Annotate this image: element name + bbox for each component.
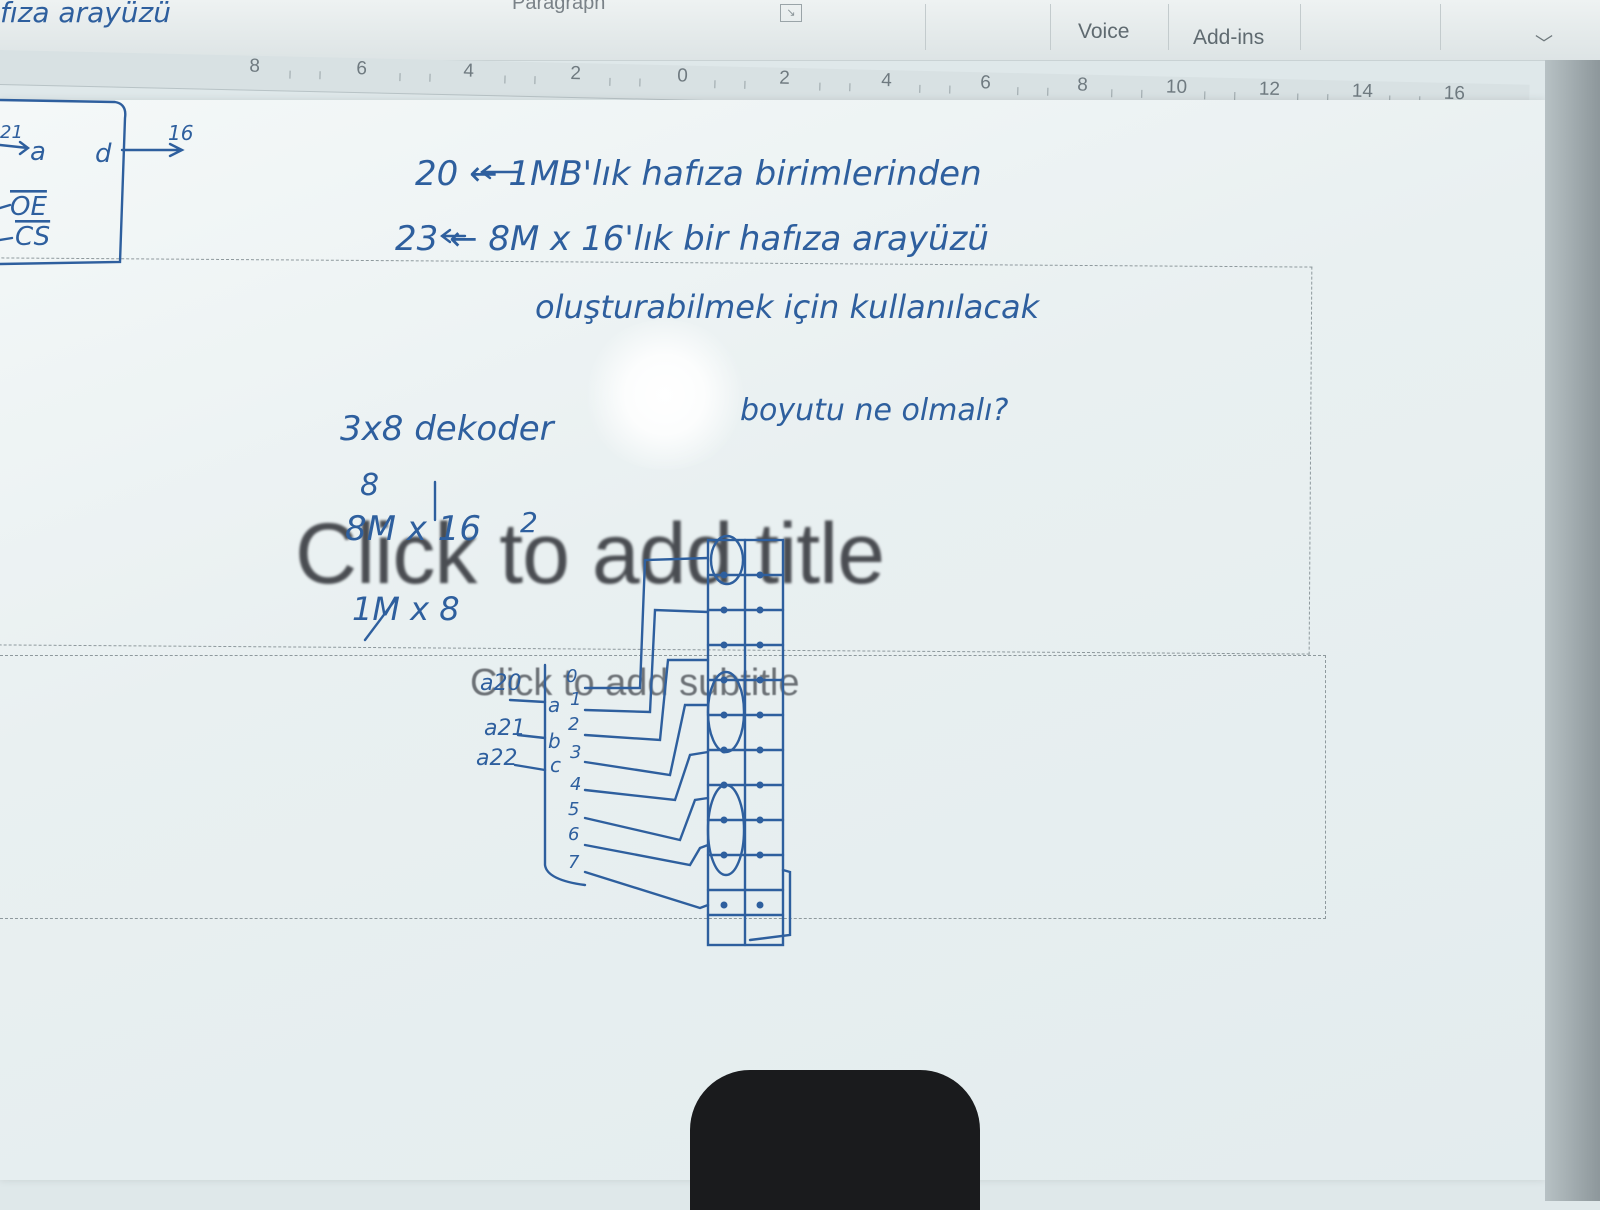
ink-input-a22: a22 (476, 746, 517, 771)
ink-arrow-line-2 (440, 228, 467, 244)
ink-dot (720, 851, 728, 859)
ink-pin-a: a (548, 693, 560, 717)
ink-decoder-body (543, 663, 587, 887)
ink-size-b: 1M x 8 (352, 590, 460, 628)
ink-left-a: a (30, 137, 46, 167)
ink-arrow-line-1 (480, 164, 522, 180)
ink-wire-3 (583, 703, 710, 777)
title-placeholder[interactable]: Click to add title (295, 506, 885, 602)
ink-left-pins (0, 203, 14, 242)
ink-dot (756, 711, 764, 719)
ink-dot (756, 641, 764, 649)
ribbon-separator (1050, 4, 1051, 50)
ribbon-separator (1168, 4, 1169, 50)
ink-dot (756, 851, 764, 859)
ink-wire-7 (583, 870, 710, 910)
ink-wire-1 (583, 608, 710, 714)
ink-dot (756, 606, 764, 614)
ink-left-d: d (95, 139, 112, 169)
ink-pin-b: b (548, 729, 561, 753)
ink-dot (720, 901, 728, 909)
ink-input-a20: a20 (480, 671, 521, 696)
ink-dot (720, 816, 728, 824)
ink-decoder-inputs (508, 698, 547, 772)
screen-glare (580, 320, 750, 470)
dialog-launcher-icon[interactable]: ↘ (780, 4, 802, 22)
ink-output-6: 6 (568, 824, 579, 845)
ink-line-4: boyutu ne olmalı? (740, 393, 1008, 428)
ink-output-2: 2 (568, 714, 579, 735)
ink-left-oe: OE (10, 192, 47, 222)
ink-dot (720, 711, 728, 719)
ink-dot (720, 571, 728, 579)
ink-dot (756, 746, 764, 754)
finger-obstruction (690, 1070, 980, 1210)
ink-output-5: 5 (568, 799, 579, 820)
ink-select-circle (706, 670, 746, 754)
ink-select-circle (706, 783, 746, 877)
ink-left-16: 16 (168, 121, 193, 145)
ink-left-arrow-out (120, 142, 185, 158)
add-ins-button[interactable]: Add-ins (1193, 26, 1265, 49)
ink-dot (720, 606, 728, 614)
ink-line-3: oluşturabilmek için kullanılacak (535, 288, 1041, 326)
ink-slash-stroke (363, 598, 397, 642)
ink-left-arrow-in (0, 140, 30, 156)
ink-eight: 8 (360, 468, 379, 503)
ink-dot (756, 816, 764, 824)
ink-left-21: 21 (0, 122, 23, 143)
ink-dot (720, 641, 728, 649)
ink-size-a: 8M x 16 (345, 509, 481, 549)
ink-output-4: 4 (570, 774, 581, 795)
ink-output-3: 3 (570, 742, 581, 763)
ink-wire-5 (583, 796, 710, 842)
ribbon-group-title: Paragraph (512, 0, 606, 14)
ink-dot (720, 676, 728, 684)
ink-dots (720, 571, 764, 909)
chevron-down-icon[interactable]: ﹀ (1535, 34, 1553, 54)
ink-dot (756, 676, 764, 684)
slide-canvas[interactable] (0, 100, 1545, 1180)
ink-handwriting: fıza arayüzü 20 ← 1MB'lık hafıza birimle… (0, 0, 1041, 873)
ink-output-0: 0 (566, 666, 577, 687)
ink-output-7: 7 (568, 852, 580, 873)
subtitle-placeholder-box[interactable] (0, 655, 1326, 919)
ink-line-2: 23 ← 8M x 16'lık bir hafıza arayüzü (395, 219, 989, 259)
ribbon: Paragraph ↘ Voice Add-ins ﹀ (0, 0, 1600, 61)
ink-dot (756, 781, 764, 789)
ink-header-text: fıza arayüzü (0, 0, 171, 29)
ink-dot (720, 746, 728, 754)
ink-dot (756, 571, 764, 579)
ink-left-cs: CS (15, 222, 50, 252)
ink-wire-6 (583, 843, 710, 867)
voice-button[interactable]: Voice (1078, 20, 1130, 43)
ink-wire-4 (583, 750, 710, 802)
ink-memory-frame (748, 868, 792, 942)
ink-two: 2 (520, 506, 538, 539)
ink-pin-c: c (550, 753, 561, 777)
screen-bezel-edge (1545, 60, 1600, 1201)
ink-dot (756, 901, 764, 909)
ink-decoder-label: 3x8 dekoder (340, 409, 556, 449)
ink-output-1: 1 (570, 689, 581, 710)
ink-dot (720, 781, 728, 789)
ink-left-chip-box (0, 98, 127, 266)
ink-wire-0 (583, 556, 710, 690)
ribbon-separator (1300, 4, 1301, 50)
ribbon-separator (1440, 4, 1441, 50)
ink-select-circle (709, 534, 745, 586)
ribbon-separator (925, 4, 926, 50)
ink-input-a21: a21 (484, 716, 525, 741)
ink-line-1: 20 ← 1MB'lık hafıza birimlerinden (415, 154, 982, 194)
ink-wire-2 (583, 658, 710, 742)
